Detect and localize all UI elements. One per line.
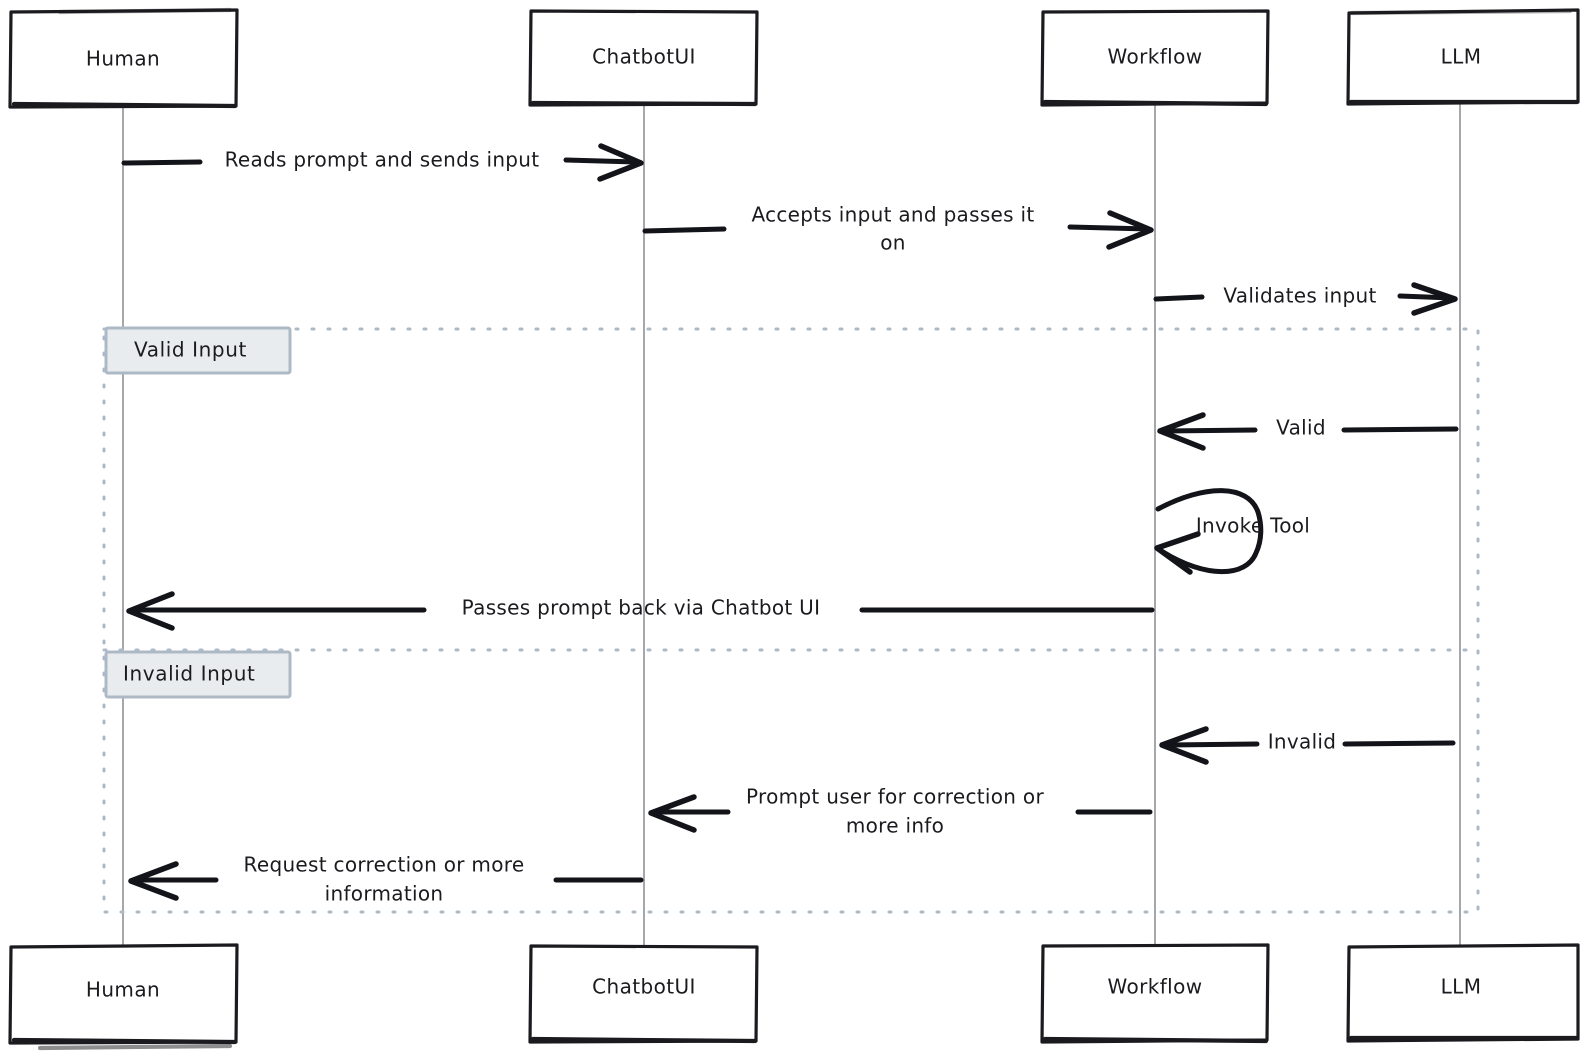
message-label-m4: Valid (1276, 416, 1326, 440)
message-label-m1: Reads prompt and sends input (225, 148, 540, 172)
actor-human-top[interactable]: Human (8, 7, 239, 109)
actor-boxes-top: Human ChatbotUI Workflow LLM (8, 7, 1580, 109)
message-label-m6: Passes prompt back via Chatbot UI (462, 596, 821, 620)
actor-workflow-top[interactable]: Workflow (1040, 9, 1270, 107)
actor-chatbotui-top[interactable]: ChatbotUI (528, 9, 759, 107)
frame-label-valid-input: Valid Input (134, 338, 247, 362)
actor-human-bottom[interactable]: Human (8, 943, 239, 1051)
message-label-m2-line2: on (880, 231, 906, 255)
message-label-m2-line1: Accepts input and passes it (751, 203, 1034, 227)
actor-chatbotui-bottom[interactable]: ChatbotUI (528, 944, 759, 1044)
actor-workflow-bottom[interactable]: Workflow (1040, 943, 1270, 1044)
frame-tag-invalid-input[interactable]: Invalid Input (104, 650, 292, 699)
message-valid[interactable]: Valid (1157, 412, 1459, 451)
actor-label-llm-bottom: LLM (1441, 975, 1482, 999)
message-label-m7: Invalid (1268, 730, 1337, 754)
message-validates-input[interactable]: Validates input (1153, 282, 1458, 316)
message-label-m8-line1: Prompt user for correction or (746, 785, 1044, 809)
frames-group: Valid Input Invalid Input (102, 326, 1480, 914)
actor-label-chatbotui-bottom: ChatbotUI (592, 975, 696, 999)
actor-boxes-bottom: Human ChatbotUI Workflow LLM (8, 943, 1580, 1051)
message-reads-prompt-and-sends-input[interactable]: Reads prompt and sends input (121, 143, 644, 182)
message-invalid[interactable]: Invalid (1159, 726, 1456, 765)
actor-label-workflow-bottom: Workflow (1107, 975, 1202, 999)
message-label-m8-line2: more info (846, 814, 944, 838)
message-label-m3: Validates input (1223, 284, 1376, 308)
actor-label-human: Human (86, 47, 160, 71)
message-prompt-user-for-correction-or-more-info[interactable]: Prompt user for correction or more info (648, 785, 1153, 838)
message-label-m9-line1: Request correction or more (244, 853, 525, 877)
lifelines-group (122, 104, 1461, 947)
frame-label-invalid-input: Invalid Input (123, 662, 255, 686)
message-request-correction-or-more-information[interactable]: Request correction or more information (128, 853, 644, 906)
actor-label-workflow: Workflow (1107, 45, 1202, 69)
message-accepts-input-and-passes-it-on[interactable]: Accepts input and passes it on (642, 203, 1154, 255)
message-passes-prompt-back-via-chatbot-ui[interactable]: Passes prompt back via Chatbot UI (126, 591, 1155, 631)
actor-llm-bottom[interactable]: LLM (1346, 943, 1580, 1043)
actor-label-llm: LLM (1441, 45, 1482, 69)
frame-tag-valid-input[interactable]: Valid Input (104, 326, 292, 375)
message-label-m5: Invoke Tool (1196, 514, 1310, 538)
actor-llm-top[interactable]: LLM (1346, 8, 1580, 106)
message-label-m9-line2: information (325, 882, 444, 906)
actor-label-human-bottom: Human (86, 978, 160, 1002)
actor-label-chatbotui: ChatbotUI (592, 45, 696, 69)
alt-frame-border (102, 327, 1480, 914)
message-invoke-tool-self-loop[interactable]: Invoke Tool (1154, 488, 1310, 575)
